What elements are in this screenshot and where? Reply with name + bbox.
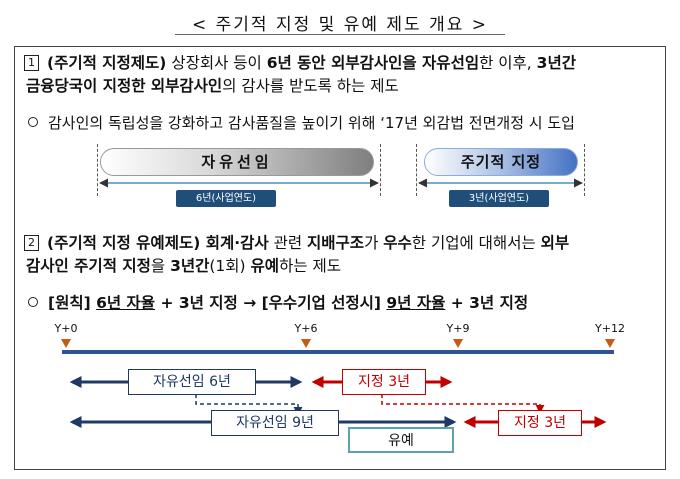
section1-text: 한 이후, (479, 54, 537, 72)
assign-shift-connector (381, 394, 545, 414)
tick-marker-icon (605, 339, 615, 348)
section2-line1: 2 (주기적 지정 유예제도) 회계·감사 관련 지배구조가 우수한 기업에 대해… (24, 232, 664, 255)
content-box (14, 46, 666, 470)
section2-emph: 우수 (383, 234, 412, 252)
section2-emph: 유예 (250, 257, 280, 275)
tick-marker-icon (301, 339, 311, 348)
section2-emph: 지배구조 (307, 234, 365, 252)
section1-line1: 1 (주기적 지정제도) 상장회사 등이 6년 동안 외부감사인을 자유선임한 이… (24, 52, 664, 75)
tick-label: Y+0 (54, 322, 78, 335)
section2-line2: 감사인 주기적 지정을 3년간(1회) 유예하는 제도 (26, 255, 666, 278)
rule-text: [원칙] (48, 294, 97, 312)
title-underline (175, 34, 505, 35)
row1-free-label: 자유선임 6년 (128, 369, 256, 395)
section1-line2: 금융당국이 지정한 외부감사인의 감사를 받도록 하는 제도 (26, 75, 666, 98)
tick-label: Y+9 (446, 322, 470, 335)
section2-rule: [원칙] 6년 자율 + 3년 지정 → [우수기업 선정시] 9년 자율 + … (28, 291, 668, 313)
section2-text: 가 (364, 234, 384, 252)
section2-emph: 외부 (540, 234, 570, 252)
bullet-text: 감사인의 독립성을 강화하고 감사품질을 높이기 위해 ‘17년 외감법 전면개… (48, 114, 575, 132)
section1-number: 1 (24, 55, 39, 71)
section1-heading: (주기적 지정제도) (47, 54, 167, 72)
free-period-tag: 6년(사업연도) (176, 190, 276, 207)
section2-text: (1회) (209, 257, 251, 275)
section1-text: 의 감사를 받도록 하는 제도 (222, 77, 399, 95)
divider-left (97, 144, 98, 196)
section2-emph: 감사인 주기적 지정 (26, 257, 151, 275)
section2-text: 관련 (268, 234, 308, 252)
section1-emph: 6년 동안 외부감사인을 자유선임 (266, 54, 480, 72)
rule-emph: 6년 자율 (96, 294, 156, 312)
bullet-circle-icon (28, 117, 38, 127)
periodic-assignment-label: 주기적 지정 (460, 153, 542, 171)
tick-label: Y+12 (595, 322, 625, 335)
divider-right (584, 144, 585, 196)
section1-emph: 금융당국이 지정한 외부감사인 (26, 77, 223, 95)
divider-mid (380, 144, 381, 196)
section2-number: 2 (24, 235, 39, 251)
section2-emph: 3년간 (170, 257, 210, 275)
section2-heading: (주기적 지정 유예제도) (47, 234, 201, 252)
page-title: < 주기적 지정 및 유예 제도 개요 > (192, 15, 488, 35)
section2-text: 하는 제도 (279, 257, 342, 275)
section1-text: 상장회사 등이 (166, 54, 267, 72)
rule-emph: 9년 자율 (386, 294, 446, 312)
deferral-label: 유예 (348, 427, 454, 453)
section2-text: 을 (150, 257, 171, 275)
section1-bullet: 감사인의 독립성을 강화하고 감사품질을 높이기 위해 ‘17년 외감법 전면개… (28, 112, 668, 133)
free-selection-label: 자유선임 (201, 153, 273, 171)
tick-marker-icon (61, 339, 71, 348)
section2-emph: 회계·감사 (200, 234, 269, 252)
row2-assign-label: 지정 3년 (498, 410, 582, 436)
section1-emph: 3년간 (536, 54, 576, 72)
tick-marker-icon (453, 339, 463, 348)
tick-label: Y+6 (294, 322, 318, 335)
divider-mid2 (416, 144, 417, 196)
bullet-circle-icon (28, 297, 38, 307)
free-selection-pill: 자유선임 (100, 148, 374, 176)
periodic-assignment-pill: 주기적 지정 (424, 148, 578, 176)
rule-text: + 3년 지정 → [우수기업 선정시] (155, 294, 387, 312)
row1-assign-label: 지정 3년 (342, 369, 426, 395)
assign-period-tag: 3년(사업연도) (449, 190, 549, 207)
row2-free-label: 자유선임 9년 (211, 410, 339, 436)
rule-text: + 3년 지정 (445, 294, 529, 312)
section2-text: 한 기업에 대해서는 (411, 234, 541, 252)
